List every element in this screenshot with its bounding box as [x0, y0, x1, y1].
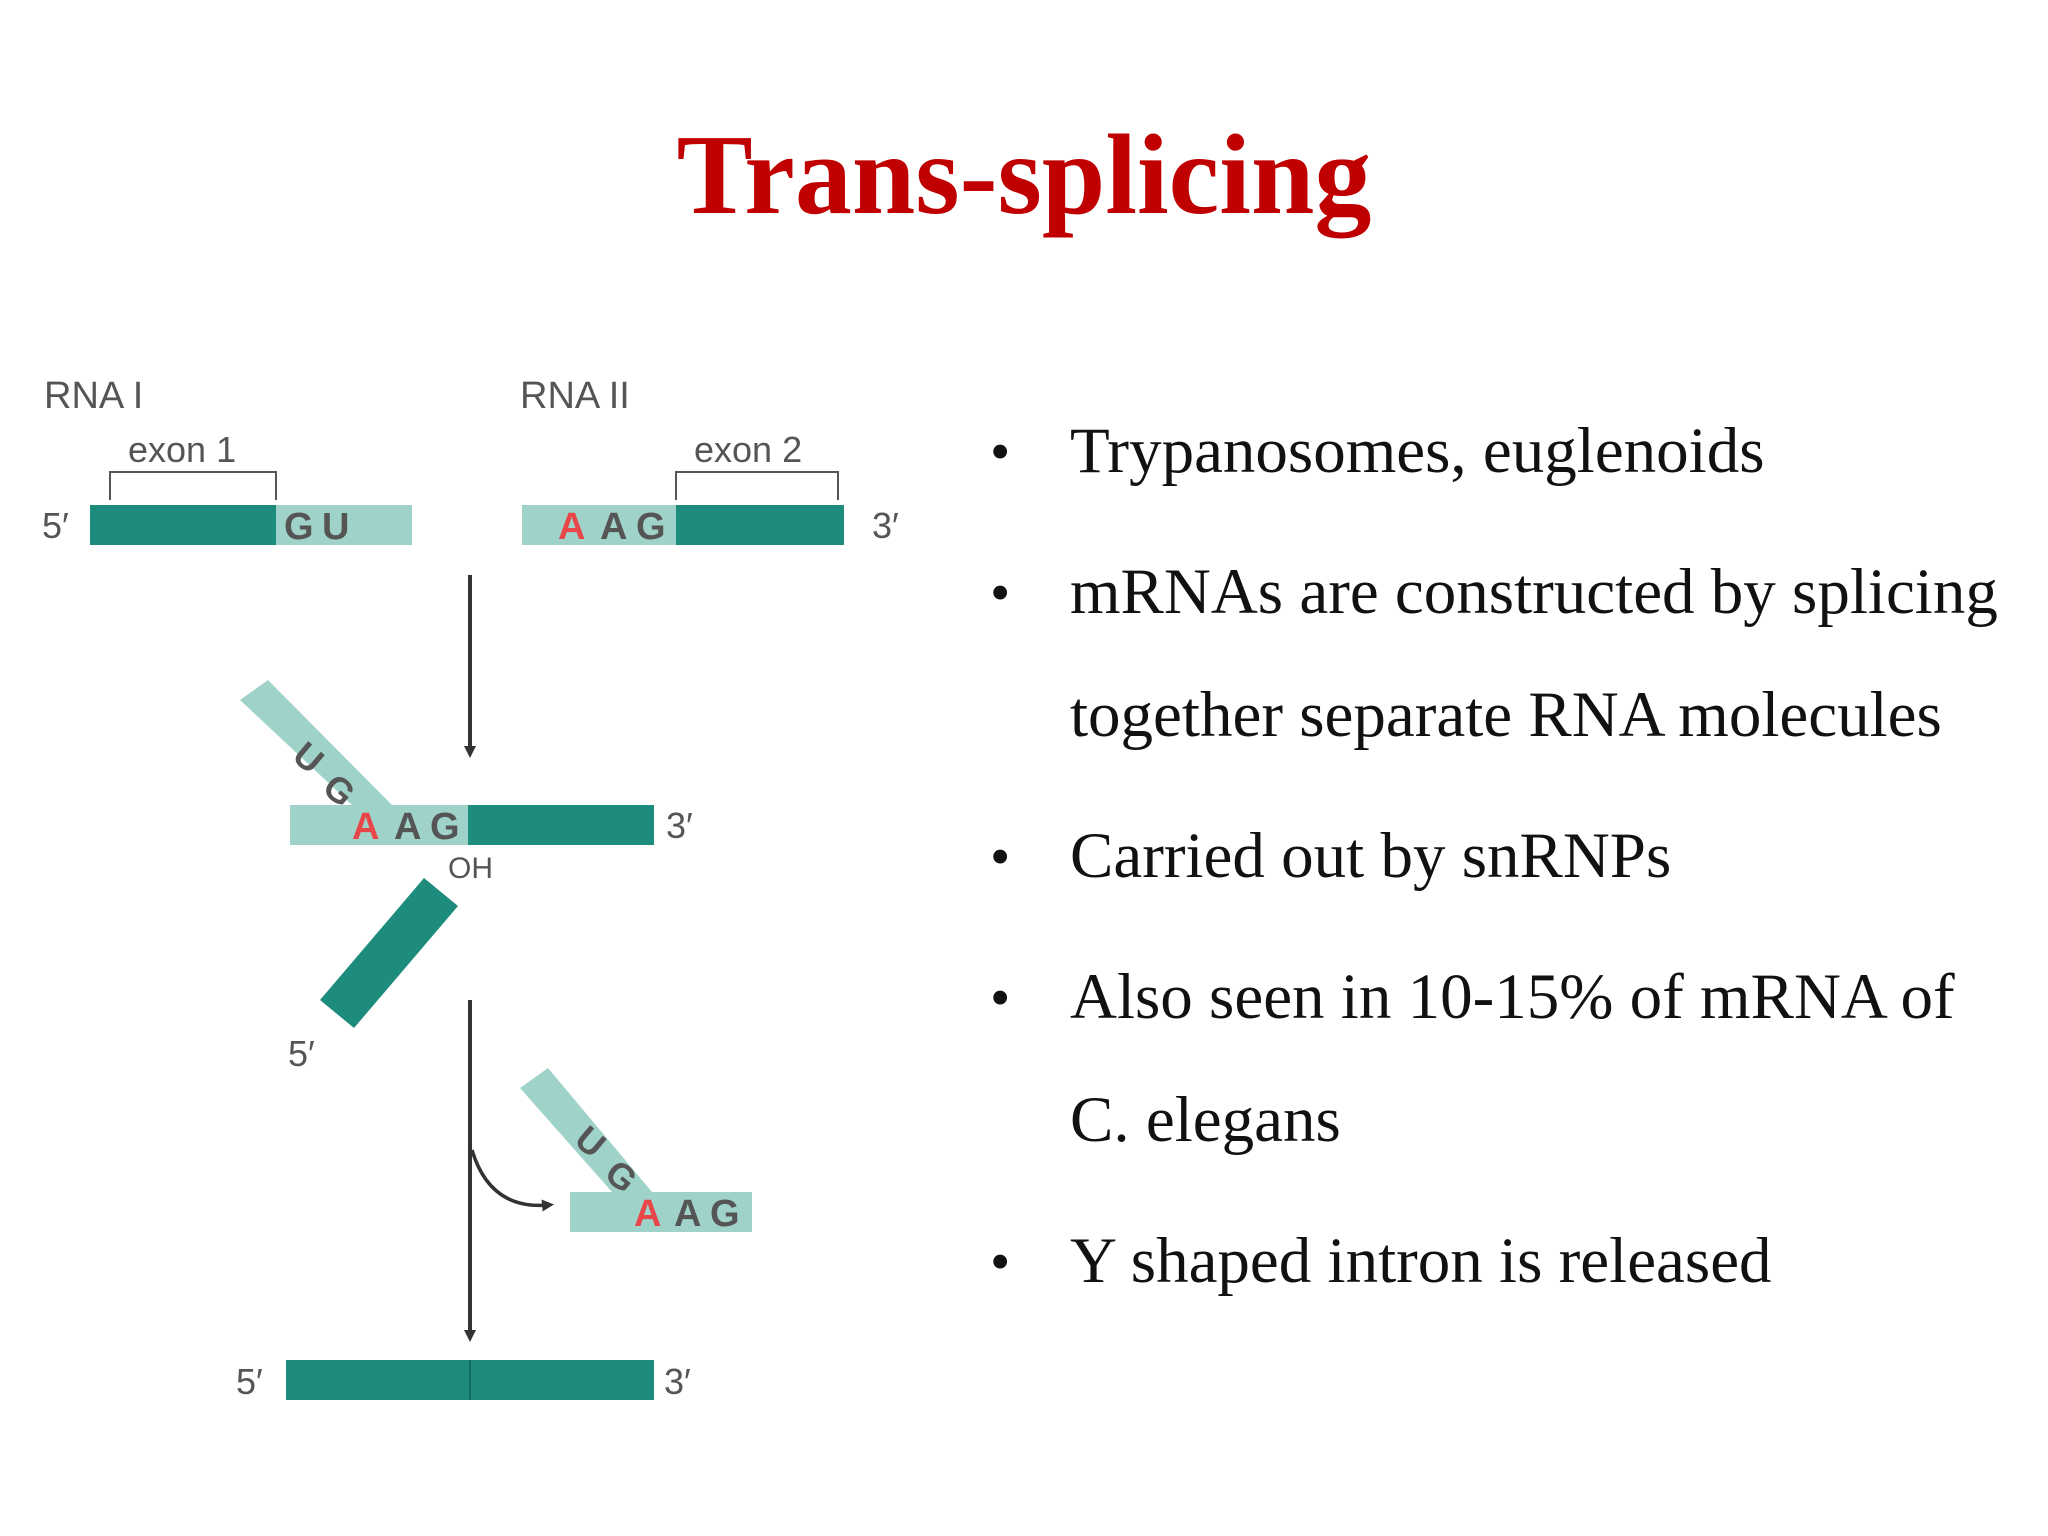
rel-base-a: A — [674, 1193, 701, 1235]
exon1-bracket — [109, 471, 277, 500]
rna1-base-g: G — [284, 506, 314, 548]
rna1-5prime: 5′ — [42, 505, 69, 546]
mid-intron — [290, 805, 468, 845]
rna2-base-g: G — [636, 506, 666, 548]
rna2-label: RNA II — [520, 375, 630, 417]
rna1-exon1 — [90, 505, 276, 545]
rna2-3prime: 3′ — [872, 505, 899, 546]
bullet-list: Trypanosomes, euglenoids mRNAs are const… — [990, 390, 2030, 1341]
release-arrow — [470, 1149, 554, 1212]
rel-base-g2: G — [710, 1193, 740, 1235]
final-5prime: 5′ — [236, 1361, 263, 1402]
mid-exon2 — [468, 805, 654, 845]
bullet-item: Carried out by snRNPs — [990, 795, 2030, 918]
final-exon2 — [470, 1360, 654, 1400]
bullet-item: Trypanosomes, euglenoids — [990, 390, 2030, 513]
rna2-branch-a: A — [558, 506, 585, 548]
trans-splicing-diagram: RNA I RNA II exon 1 exon 2 5′ G U A A G … — [42, 375, 899, 1402]
rna2-intron — [522, 505, 676, 545]
bullet-item: mRNAs are constructed by splicing togeth… — [990, 531, 2030, 777]
final-3prime: 3′ — [664, 1361, 691, 1402]
oh-label: OH — [448, 852, 493, 885]
mid-branch-a: A — [352, 806, 379, 848]
final-exon1 — [286, 1360, 470, 1400]
mid-base-g2: G — [430, 806, 460, 848]
free-exon1 — [320, 878, 458, 1028]
rna2-exon2 — [676, 505, 844, 545]
exon1-label: exon 1 — [128, 429, 236, 470]
exon2-label: exon 2 — [694, 429, 802, 470]
mid-3prime: 3′ — [666, 805, 693, 846]
slide-title: Trans-splicing — [676, 111, 1372, 238]
mid-base-a: A — [394, 806, 421, 848]
rna2-base-a: A — [600, 506, 627, 548]
released-intron — [570, 1192, 752, 1232]
rel-branch-a: A — [634, 1193, 661, 1235]
free-exon1-5prime: 5′ — [288, 1033, 315, 1074]
bullet-item: Y shaped intron is released — [990, 1200, 2030, 1323]
rna1-intron — [276, 505, 412, 545]
rna1-base-u: U — [322, 506, 349, 548]
bullet-item: Also seen in 10-15% of mRNA of C. elegan… — [990, 936, 2030, 1182]
exon2-bracket — [675, 471, 839, 500]
rna1-label: RNA I — [44, 375, 143, 417]
released-branch-arm — [520, 1068, 652, 1192]
intron-branch-arm — [240, 680, 392, 805]
